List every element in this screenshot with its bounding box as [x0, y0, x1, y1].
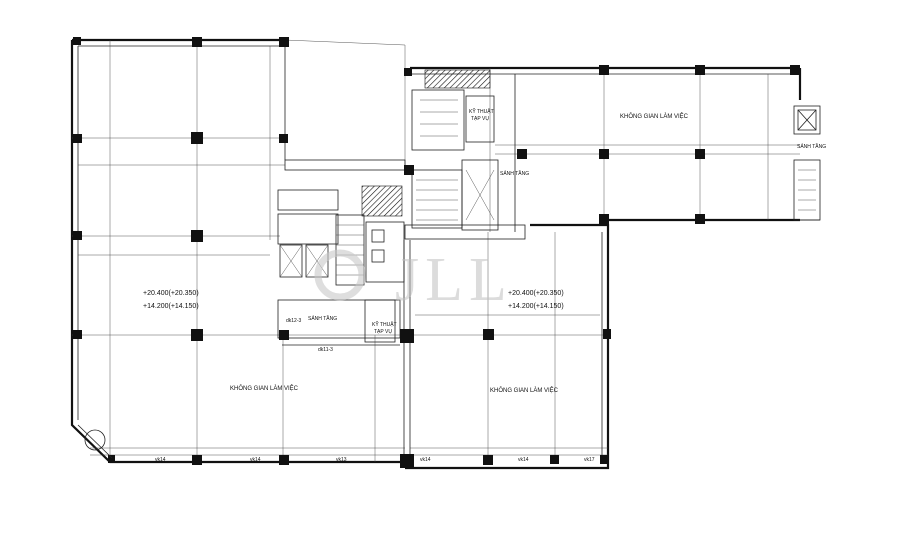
section-mark-2: dk11-3 [318, 347, 333, 353]
level-sub-left: +14.200(+14.150) [143, 303, 199, 310]
level-main-right: +20.400(+20.350) [508, 290, 564, 297]
watermark-logo: JLL [314, 246, 513, 314]
work-space-label-lower-right: KHÔNG GIAN LÀM VIỆC [490, 386, 559, 394]
section-mark-1: dk12-3 [286, 318, 302, 324]
axis-label-4: vk14 [420, 457, 431, 463]
core-area [277, 69, 526, 346]
lobby-label-far-right: SẢNH TẦNG [797, 143, 826, 150]
structural-columns [73, 37, 800, 468]
corner-detail [77, 424, 113, 459]
level-main-left: +20.400(+20.350) [143, 290, 199, 297]
work-space-label-upper-right: KHÔNG GIAN LÀM VIỆC [620, 112, 689, 120]
axis-label-6: vk17 [584, 457, 595, 463]
right-lower-wing [403, 223, 610, 470]
svg-text:JLL: JLL [395, 246, 513, 314]
lobby-label-core: SẢNH TẦNG [500, 170, 529, 177]
axis-label-1: vk14 [155, 457, 166, 463]
axis-label-3: vk13 [336, 457, 347, 463]
tech-room-sub-label: TẠP VỤ [374, 329, 392, 335]
work-space-label-left: KHÔNG GIAN LÀM VIỆC [230, 384, 299, 392]
tech-room-label: KỸ THUẬT [372, 321, 397, 328]
level-sub-right: +14.200(+14.150) [508, 303, 564, 310]
axis-label-5: vk14 [518, 457, 529, 463]
right-upper-wing [410, 66, 821, 232]
tech-room-sub-label-upper: TẠP VỤ [471, 116, 489, 122]
axis-label-2: vk14 [250, 457, 261, 463]
left-wing-walls [70, 38, 406, 464]
tech-room-label-upper: KỸ THUẬT [469, 108, 494, 115]
left-wing-grid [72, 40, 405, 462]
lobby-label-center: SẢNH TẦNG [308, 315, 337, 322]
